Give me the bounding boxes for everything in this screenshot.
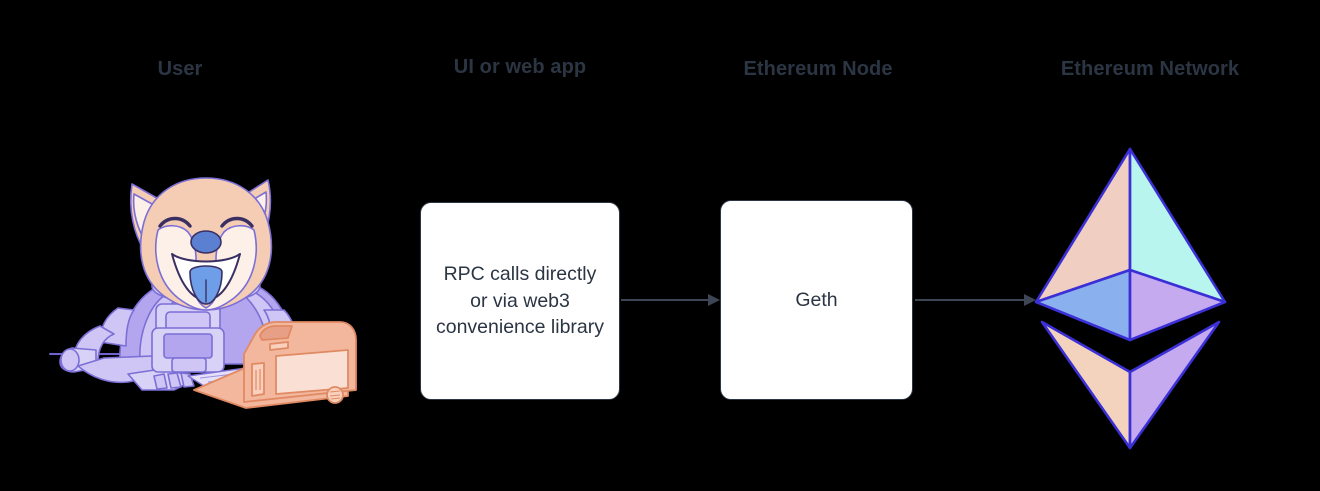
column-label-ui-or-web-app: UI or web app [453, 56, 587, 78]
column-label-ethereum-node: Ethereum Node [743, 58, 893, 80]
column-label-user: User [157, 58, 203, 80]
arrow-geth-to-network [915, 294, 1036, 306]
column-label-ethereum-network: Ethereum Network [1060, 58, 1240, 80]
arrow-webapp-to-geth [621, 294, 720, 306]
arrow-shaft [621, 299, 709, 301]
process-box-geth-label: Geth [795, 288, 838, 311]
process-box-geth[interactable]: Geth [720, 200, 913, 400]
shiba-inu-astronaut-at-computer-icon [48, 168, 368, 413]
process-box-rpc-calls-label: RPC calls directly or via web3 convenien… [435, 263, 604, 339]
arrow-head-icon [1024, 294, 1036, 306]
process-box-rpc-calls[interactable]: RPC calls directly or via web3 convenien… [420, 202, 620, 400]
arrow-head-icon [708, 294, 720, 306]
arrow-shaft [915, 299, 1025, 301]
ethereum-diamond-logo-icon [1028, 140, 1233, 455]
